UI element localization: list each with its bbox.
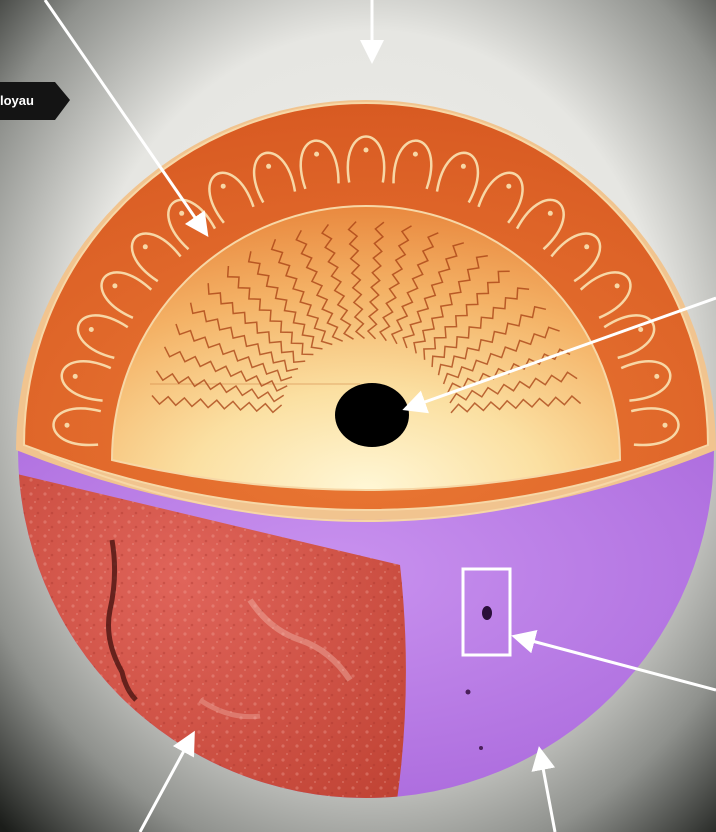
convection-cell-arrow xyxy=(89,327,94,332)
convection-cell-arrow xyxy=(584,244,589,249)
convection-cell-arrow xyxy=(179,211,184,216)
sunspot xyxy=(482,606,492,620)
convection-cell-arrow xyxy=(65,423,70,428)
core xyxy=(335,383,409,447)
convection-cell-arrow xyxy=(73,374,78,379)
convection-cell-arrow xyxy=(548,211,553,216)
convection-cell-arrow xyxy=(413,152,418,157)
convection-cell-arrow xyxy=(663,423,668,428)
convection-cell-arrow xyxy=(654,374,659,379)
sunspot xyxy=(466,690,471,695)
convection-cell-arrow xyxy=(112,283,117,288)
sunspot xyxy=(479,746,483,750)
convection-cell-arrow xyxy=(461,164,466,169)
convection-cell-arrow xyxy=(143,244,148,249)
convection-cell-arrow xyxy=(615,283,620,288)
convection-cell-arrow xyxy=(364,148,369,153)
callout-tag-label: loyau xyxy=(0,90,52,112)
convection-cell-arrow xyxy=(221,184,226,189)
convection-cell-arrow xyxy=(266,164,271,169)
convection-cell-arrow xyxy=(314,152,319,157)
convection-cell-arrow xyxy=(638,327,643,332)
convection-cell-arrow xyxy=(506,184,511,189)
